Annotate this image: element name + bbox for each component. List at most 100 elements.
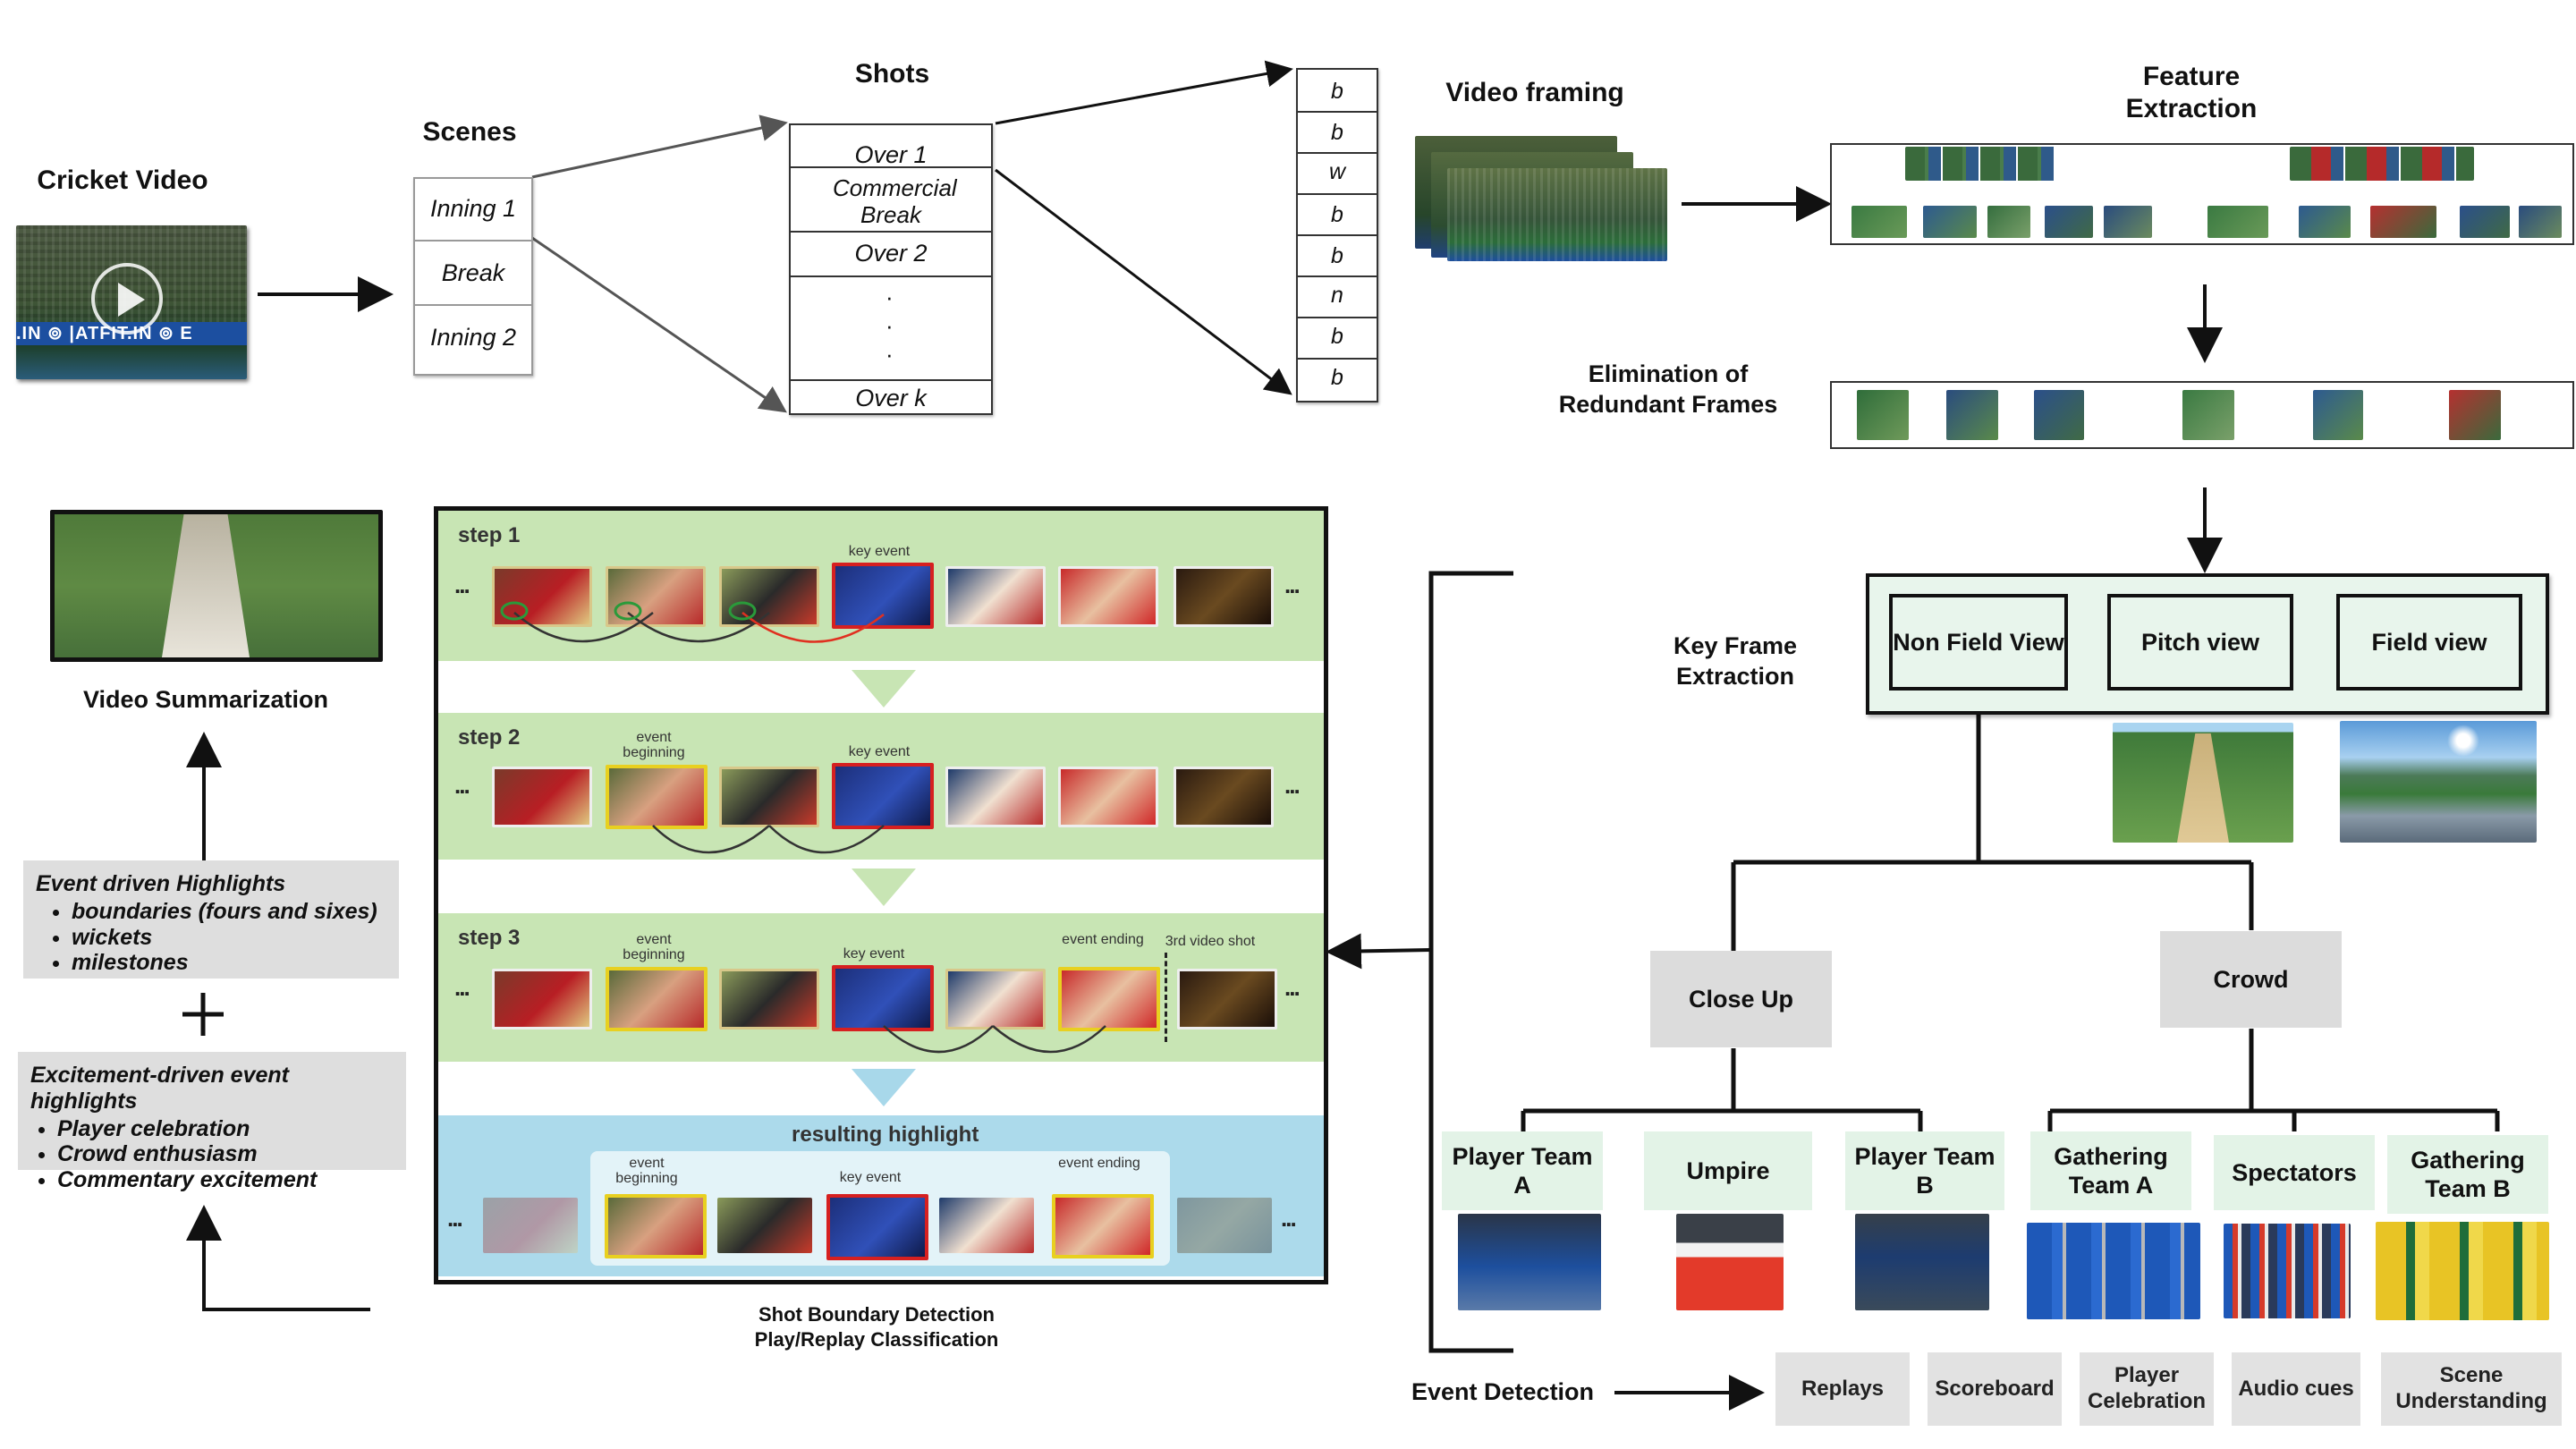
key-event-frame (832, 965, 934, 1031)
faded-frame (483, 1198, 578, 1253)
crowd-texture (1447, 168, 1667, 261)
summary-video-frame[interactable] (50, 510, 383, 662)
spectators-image (2224, 1224, 2351, 1318)
shot-over-k[interactable]: Over k (855, 385, 927, 411)
ball-6[interactable]: n (1331, 283, 1343, 308)
step-2-arcs (652, 825, 885, 854)
shots-top-divider (791, 166, 991, 168)
scenes-stack: Inning 1 Break Inning 2 (413, 177, 533, 376)
feature-thumb (2299, 206, 2351, 238)
ball-8[interactable]: b (1331, 365, 1343, 390)
excitement-item: Crowd enthusiasm (57, 1141, 394, 1167)
excitement-item: Commentary excitement (57, 1167, 394, 1193)
scene-understanding-cue[interactable]: Scene Understanding (2381, 1352, 2562, 1426)
event-driven-title: Event driven Highlights (36, 871, 286, 896)
gathering-team-b-box[interactable]: Gathering Team B (2387, 1135, 2548, 1214)
feature-thumb (2207, 206, 2268, 238)
result-arrow-down (852, 1069, 916, 1106)
gathering-team-a-box[interactable]: Gathering Team A (2030, 1131, 2191, 1210)
event-ending-frame (1058, 967, 1160, 1031)
kept-frame (1857, 390, 1909, 440)
scene-divider (415, 240, 531, 242)
step-1-label: step 1 (458, 523, 521, 547)
video-framing-title: Video framing (1445, 78, 1624, 107)
ball-1[interactable]: b (1331, 79, 1343, 104)
player-team-a-box[interactable]: Player Team A (1442, 1131, 1603, 1210)
pitch-view-box[interactable]: Pitch view (2107, 594, 2293, 691)
shot-commercial-break[interactable]: Commercial Break (833, 174, 957, 228)
play-icon[interactable] (91, 263, 163, 335)
feature-group-2 (2290, 147, 2474, 181)
frame (945, 767, 1046, 827)
shot-over-2[interactable]: Over 2 (854, 240, 928, 267)
result-label: resulting highlight (792, 1123, 979, 1147)
shots-vertical-ellipsis: ··· (886, 284, 894, 368)
step-arrow-down (852, 670, 916, 708)
crowd-box[interactable]: Crowd (2160, 931, 2342, 1028)
frame (939, 1198, 1034, 1253)
pitch-strip (162, 514, 250, 657)
shot-over-1[interactable]: Over 1 (854, 141, 928, 168)
left-ellipsis: ... (454, 974, 470, 1001)
player-celebration-cue[interactable]: Player Celebration (2080, 1352, 2214, 1426)
ball-divider (1298, 152, 1377, 154)
ball-divider (1298, 234, 1377, 236)
shot-separator (1165, 953, 1167, 1042)
field-view-image (2340, 721, 2537, 843)
key-event-frame (832, 563, 934, 629)
scene-break[interactable]: Break (441, 259, 505, 286)
shots-divider (791, 231, 991, 233)
shot-boundary-caption-2: Play/Replay Classification (754, 1328, 999, 1351)
key-event-label: key event (848, 744, 911, 759)
feature-thumb (1923, 206, 1977, 238)
field-view-box[interactable]: Field view (2336, 594, 2522, 691)
key-event-label: key event (848, 544, 911, 559)
pitch-view-image (2113, 723, 2293, 843)
feature-thumb (2370, 206, 2436, 238)
pitch-strip (2177, 733, 2229, 843)
step-3-label: step 3 (458, 926, 521, 950)
feature-thumb (1852, 206, 1907, 238)
player-team-b-box[interactable]: Player Team B (1845, 1131, 2004, 1210)
ball-divider (1298, 317, 1377, 318)
scene-inning-2[interactable]: Inning 2 (429, 324, 517, 351)
ball-4[interactable]: b (1331, 202, 1343, 227)
excitement-item: Player celebration (57, 1116, 394, 1142)
frame (945, 566, 1046, 627)
umpire-box[interactable]: Umpire (1644, 1131, 1812, 1210)
ball-2[interactable]: b (1331, 120, 1343, 145)
scene-divider (415, 304, 531, 306)
frame-stack-front[interactable] (1447, 168, 1667, 261)
scene-inning-1[interactable]: Inning 1 (429, 195, 517, 222)
key-event-label: key event (843, 946, 905, 962)
close-up-box[interactable]: Close Up (1650, 951, 1832, 1047)
event-detection-label: Event Detection (1411, 1378, 1595, 1405)
event-beginning-frame (606, 967, 708, 1031)
step-3-arcs (883, 1025, 1106, 1054)
gathering-team-a-image (2027, 1223, 2200, 1319)
feature-thumb (1987, 206, 2030, 238)
frame (492, 767, 592, 827)
event-beginning-label: event beginning (623, 730, 685, 760)
scenes-title: Scenes (422, 117, 517, 147)
spectators-box[interactable]: Spectators (2214, 1135, 2375, 1210)
replays-cue[interactable]: Replays (1775, 1352, 1910, 1426)
ball-5[interactable]: b (1331, 243, 1343, 268)
cricket-video-thumbnail[interactable]: .IN ⊚ |ATFIT.IN ⊚ E (16, 225, 247, 379)
step-arrow-down (852, 869, 916, 906)
excitement-title: Excitement-driven event highlights (30, 1063, 289, 1114)
step-2-label: step 2 (458, 725, 521, 750)
right-ellipsis: ... (1284, 772, 1301, 799)
shots-stack: Over 1 Commercial Break Over 2 ··· Over … (789, 123, 993, 415)
audio-cues-cue[interactable]: Audio cues (2232, 1352, 2360, 1426)
key-event-label: key event (839, 1170, 902, 1185)
non-field-view-box[interactable]: Non Field View (1889, 594, 2068, 691)
event-beginning-frame (605, 1194, 707, 1258)
ball-3[interactable]: w (1328, 159, 1346, 184)
kept-frame (2034, 390, 2084, 440)
feature-thumb (2519, 206, 2562, 238)
ball-7[interactable]: b (1331, 324, 1343, 349)
feature-group-1 (1905, 147, 2055, 181)
scoreboard-cue[interactable]: Scoreboard (1928, 1352, 2062, 1426)
right-ellipsis: ... (1284, 974, 1301, 1001)
